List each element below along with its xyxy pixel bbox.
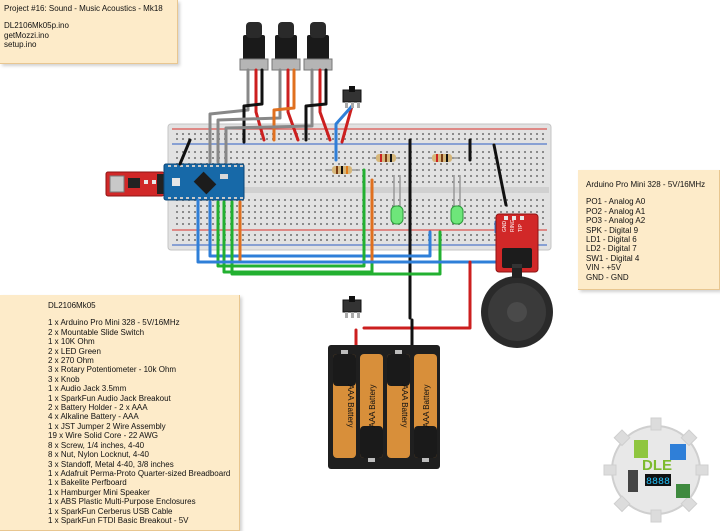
led-green-1 — [390, 175, 404, 225]
pin-item: LD1 - Digital 6 — [586, 235, 637, 245]
resistors — [325, 154, 458, 174]
bom-item: 1 x Audio Jack 3.5mm — [48, 384, 127, 394]
slide-switch-bottom — [342, 296, 362, 318]
resistor-270-2 — [428, 154, 458, 162]
project-file: getMozzi.ino — [4, 30, 49, 40]
project-file: DL2106Mk05p.ino — [4, 21, 69, 31]
aaa-battery: AAA Battery — [387, 350, 410, 458]
bom-item: 19 x Wire Solid Core - 22 AWG — [48, 431, 158, 441]
project-file: setup.ino — [4, 40, 37, 50]
bom-item: 3 x Standoff, Metal 4-40, 3/8 inches — [48, 459, 174, 469]
battery-holder: AAA Battery AAA Battery AAA Battery AAA Bat… — [328, 345, 440, 469]
logo-display: 8888 — [646, 477, 670, 488]
battery-label: AAA Battery — [422, 384, 431, 427]
battery-label: AAA Battery — [400, 384, 409, 427]
bom-item: 1 x JST Jumper 2 Wire Assembly — [48, 421, 166, 431]
bom-item: 1 x Bakelite Perfboard — [48, 478, 127, 488]
slide-switch-top — [342, 86, 362, 108]
bom-item: 2 x Mountable Slide Switch — [48, 327, 145, 337]
dle-logo: DLE 8888 — [603, 417, 709, 523]
potentiometer-1 — [239, 22, 269, 71]
bom-item: 1 x 10K Ohm — [48, 337, 95, 347]
pin-note-title: Arduino Pro Mini 328 - 5V/16MHz — [586, 180, 706, 189]
bom-item: 1 x Hamburger Mini Speaker — [48, 487, 150, 497]
jack-pin-label: GND — [502, 221, 508, 233]
aaa-battery: AAA Battery — [333, 350, 356, 458]
bom-item: 2 x Battery Holder - 2 x AAA — [48, 403, 148, 413]
potentiometer-3 — [303, 22, 333, 71]
aaa-battery: AAA Battery — [360, 354, 383, 462]
pin-item: VIN - +5V — [586, 263, 621, 273]
ftdi-breakout — [105, 171, 165, 197]
battery-label: AAA Battery — [368, 384, 377, 427]
bom-item: 2 x LED Green — [48, 346, 101, 356]
potentiometer-2 — [271, 22, 301, 71]
jack-pin-label: RING — [510, 219, 516, 232]
pin-item: LD2 - Digital 7 — [586, 244, 637, 254]
resistor-10k — [325, 166, 360, 174]
bom-item: 1 x SparkFun FTDI Basic Breakout - 5V — [48, 515, 189, 525]
logo-text: DLE — [642, 457, 672, 474]
led-green-2 — [450, 175, 464, 225]
pin-item: PO2 - Analog A1 — [586, 206, 646, 216]
speaker — [481, 268, 553, 348]
bom-item: 1 x Arduino Pro Mini 328 - 5V/16MHz — [48, 318, 180, 328]
project-note: Project #16: Sound - Music Acoustics - M… — [0, 0, 178, 64]
bom-item: 1 x SparkFun Cerberus USB Cable — [48, 506, 173, 516]
bom-item: 2 x 270 Ohm — [48, 356, 94, 366]
pin-mapping-note: Arduino Pro Mini 328 - 5V/16MHz PO1 - An… — [578, 170, 720, 290]
bom-item: 3 x Rotary Potentiometer - 10k Ohm — [48, 365, 177, 375]
bom-item: 8 x Screw, 1/4 inches, 4-40 — [48, 440, 145, 450]
bill-of-materials-note: DL2106Mk05 1 x Arduino Pro Mini 328 - 5V… — [0, 295, 240, 531]
potentiometers — [239, 22, 333, 71]
arduino-pro-mini — [163, 163, 245, 201]
battery-label: AAA Battery — [346, 384, 355, 427]
project-title: Project #16: Sound - Music Acoustics - M… — [4, 4, 163, 13]
pin-item: SPK - Digital 9 — [586, 225, 639, 235]
bom-item: 8 x Nut, Nylon Locknut, 4-40 — [48, 450, 149, 460]
pin-item: PO3 - Analog A2 — [586, 216, 646, 226]
bom-title: DL2106Mk05 — [48, 301, 96, 310]
bom-item: 4 x Alkaline Battery - AAA — [48, 412, 139, 422]
aaa-battery: AAA Battery — [414, 354, 437, 462]
pin-item: SW1 - Digital 4 — [586, 253, 640, 263]
bom-item: 1 x SparkFun Audio Jack Breakout — [48, 393, 171, 403]
bom-item: 1 x ABS Plastic Multi-Purpose Enclosures — [48, 497, 196, 507]
resistor-270-1 — [372, 154, 400, 162]
pin-item: PO1 - Analog A0 — [586, 197, 646, 207]
bom-item: 3 x Knob — [48, 374, 80, 384]
bom-item: 1 x Adafruit Perma-Proto Quarter-sized B… — [48, 468, 231, 478]
wires — [178, 68, 522, 350]
pin-item: GND - GND — [586, 272, 629, 282]
jack-pin-label: TIP — [518, 224, 524, 232]
audio-jack-breakout: GND RING TIP — [495, 213, 539, 273]
